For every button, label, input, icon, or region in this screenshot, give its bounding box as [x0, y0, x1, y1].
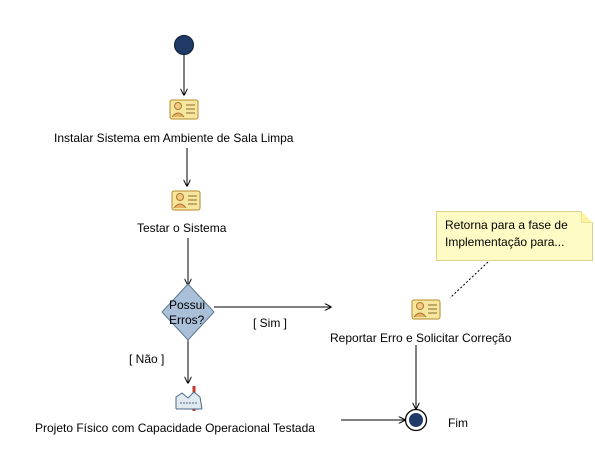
activity-icon[interactable] — [169, 98, 201, 122]
activity-icon[interactable] — [411, 298, 443, 322]
guard-no: [ Não ] — [129, 352, 165, 366]
activity-icon[interactable] — [171, 189, 203, 213]
install-label: Instalar Sistema em Ambiente de Sala Lim… — [54, 131, 294, 145]
note-line-2: Implementação para... — [445, 235, 565, 249]
decision-label-line1: Possui — [169, 298, 206, 312]
comment-note[interactable]: Retorna para a fase de Implementação par… — [436, 211, 593, 261]
note-line-1: Retorna para a fase de — [445, 218, 568, 232]
test-label: Testar o Sistema — [137, 221, 227, 235]
decision-node[interactable] — [161, 283, 215, 341]
note-anchor — [449, 261, 489, 299]
end-node-core — [409, 413, 423, 427]
decision-label-line2: Erros? — [169, 313, 205, 327]
product-label: Projeto Físico com Capacidade Operaciona… — [35, 421, 315, 435]
artifact-icon[interactable] — [174, 385, 206, 413]
report-label: Reportar Erro e Solicitar Correção — [330, 331, 512, 345]
start-node[interactable] — [174, 35, 194, 55]
note-fold — [581, 211, 593, 223]
guard-yes: [ Sim ] — [253, 316, 288, 330]
end-label: Fim — [448, 416, 468, 430]
